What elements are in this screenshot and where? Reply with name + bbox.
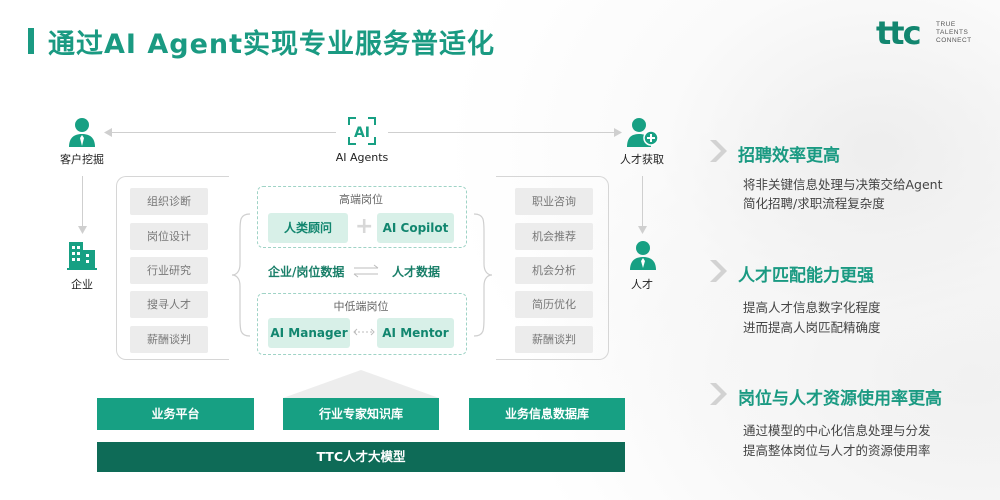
arrow-left-icon <box>104 128 112 137</box>
high-end-roles-title: 高端岗位 <box>339 193 383 206</box>
talent-data-label: 人才数据 <box>392 265 441 279</box>
human-consultant-card: 人类顾问 <box>268 213 348 243</box>
low-end-roles-box <box>257 293 467 355</box>
left-service-item: 搜寻人才 <box>130 291 208 318</box>
business-person-icon <box>69 118 95 147</box>
expert-knowledge-base-bar: 行业专家知识库 <box>283 398 439 430</box>
right-service-item: 机会推荐 <box>515 223 593 250</box>
company-label: 企业 <box>71 278 93 291</box>
talent-label: 人才 <box>631 278 653 291</box>
logo-line: TALENTS <box>936 29 969 36</box>
customer-mining-label: 客户挖掘 <box>60 153 104 166</box>
right-service-item: 职业咨询 <box>515 188 593 215</box>
add-person-icon <box>627 118 659 147</box>
top-left-connector <box>108 132 336 133</box>
right-service-item: 简历优化 <box>515 291 593 318</box>
page-title: 通过AI Agent实现专业服务普适化 <box>48 29 496 60</box>
benefit-line: 简化招聘/求职流程复杂度 <box>743 196 885 211</box>
person-icon <box>630 241 656 270</box>
center-left-brace <box>232 213 251 337</box>
left-down-connector <box>82 176 83 228</box>
arrow-down-icon <box>78 226 87 234</box>
ai-badge-text: AI <box>354 125 370 141</box>
logo-line: TRUE <box>936 21 956 28</box>
low-end-roles-title: 中低端岗位 <box>333 300 389 313</box>
right-service-item: 薪酬谈判 <box>515 326 593 353</box>
talent-acquisition-label: 人才获取 <box>620 153 664 166</box>
ai-badge-icon: AI <box>348 117 376 145</box>
top-right-connector <box>388 132 616 133</box>
ai-copilot-card: AI Copilot <box>377 213 454 243</box>
ttc-talent-model-bar: TTC人才大模型 <box>97 442 625 472</box>
left-service-item: 行业研究 <box>130 257 208 284</box>
benefit-line: 提高人才信息数字化程度 <box>743 300 881 315</box>
benefit-heading: 人才匹配能力更强 <box>738 266 874 286</box>
plus-icon: + <box>355 214 374 239</box>
business-database-bar: 业务信息数据库 <box>469 398 625 430</box>
left-service-item: 组织诊断 <box>130 188 208 215</box>
exchange-arrows-icon <box>353 264 379 278</box>
logo-tagline: TRUE TALENTS CONNECT <box>936 21 972 45</box>
ai-agents-label: AI Agents <box>335 151 389 164</box>
enterprise-data-label: 企业/岗位数据 <box>268 265 345 279</box>
benefit-line: 进而提高人岗匹配精确度 <box>743 320 881 335</box>
chevron-right-icon <box>710 260 727 282</box>
right-bracket <box>496 176 609 360</box>
arrow-right-icon <box>614 128 622 137</box>
logo-line: CONNECT <box>936 37 972 44</box>
right-down-connector <box>642 176 643 228</box>
right-service-item: 机会分析 <box>515 257 593 284</box>
ttc-logo: ttc TRUE TALENTS CONNECT <box>876 16 986 52</box>
benefit-heading: 岗位与人才资源使用率更高 <box>738 389 942 409</box>
building-icon <box>67 242 97 270</box>
business-platform-bar: 业务平台 <box>97 398 254 430</box>
benefit-line: 将非关键信息处理与决策交给Agent <box>743 177 943 192</box>
platform-triangle <box>283 370 439 398</box>
benefit-heading: 招聘效率更高 <box>738 146 840 166</box>
ai-mentor-card: AI Mentor <box>377 318 454 348</box>
high-end-roles-box <box>257 186 467 248</box>
double-arrow-icon <box>353 328 375 336</box>
chevron-right-icon <box>710 383 727 405</box>
left-service-item: 薪酬谈判 <box>130 326 208 353</box>
arrow-down-icon <box>638 226 647 234</box>
left-service-item: 岗位设计 <box>130 223 208 250</box>
title-accent-bar <box>28 28 34 54</box>
logo-mark: ttc <box>876 14 922 52</box>
center-right-brace <box>473 213 492 337</box>
benefit-line: 通过模型的中心化信息处理与分发 <box>743 423 931 438</box>
chevron-right-icon <box>710 140 727 162</box>
left-bracket <box>116 176 229 360</box>
benefit-line: 提高整体岗位与人才的资源使用率 <box>743 443 931 458</box>
ai-manager-card: AI Manager <box>268 318 350 348</box>
